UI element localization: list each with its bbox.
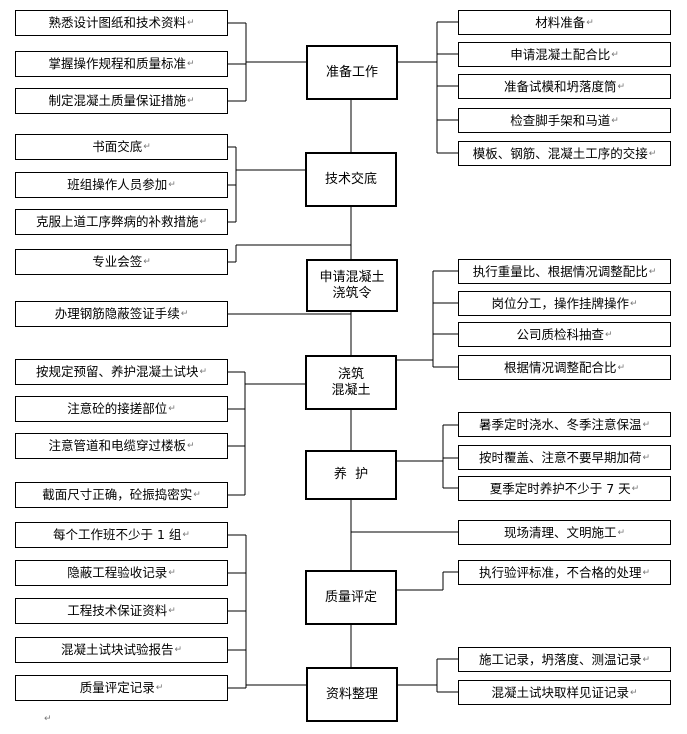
assessment-right-item: 执行验评标准，不合格的处理 [458, 560, 671, 585]
prep-left-item: 制定混凝土质量保证措施 [15, 88, 228, 114]
docs-right-item: 混凝土试块取样见证记录 [458, 680, 671, 705]
pour-request-right-item: 执行重量比、根据情况调整配比 [458, 259, 671, 284]
curing-right-item: 暑季定时浇水、冬季注意保温 [458, 412, 671, 437]
pour-request-right-item: 公司质检科抽查 [458, 322, 671, 347]
curing-right-item: 现场清理、文明施工 [458, 520, 671, 545]
docs-right-item: 施工记录，坍落度、测温记录 [458, 647, 671, 672]
prep-right-item: 准备试模和坍落度筒 [458, 74, 671, 99]
prep-right-item: 材料准备 [458, 10, 671, 35]
prep-right-item: 检查脚手架和马道 [458, 108, 671, 133]
stage-preparation: 准备工作 [306, 45, 398, 100]
stage-quality-assessment: 质量评定 [305, 570, 397, 625]
docs-left-item: 混凝土试块试验报告 [15, 637, 228, 663]
stage-label-line2: 混凝土 [331, 382, 371, 398]
briefing-left-item: 书面交底 [15, 134, 228, 160]
stage-label: 质量评定 [324, 589, 377, 605]
prep-left-item: 熟悉设计图纸和技术资料 [15, 10, 228, 36]
stage-technical-briefing: 技术交底 [305, 152, 397, 207]
curing-right-item: 按时覆盖、注意不要早期加荷 [458, 445, 671, 470]
pour-left-item: 注意砼的接搓部位 [15, 396, 228, 422]
pour-request-left-item: 办理钢筋隐蔽签证手续 [15, 301, 228, 327]
stage-curing: 养 护 [305, 450, 397, 500]
stage-label: 养 护 [333, 467, 369, 482]
docs-left-item: 质量评定记录 [15, 675, 228, 701]
docs-left-item: 每个工作班不少于 1 组 [15, 522, 228, 548]
briefing-left-item: 班组操作人员参加 [15, 172, 228, 198]
pour-left-item: 注意管道和电缆穿过楼板 [15, 433, 228, 459]
prep-right-item: 申请混凝土配合比 [458, 42, 671, 67]
stage-label-line2: 浇筑令 [332, 285, 372, 301]
stage-label: 技术交底 [324, 171, 377, 187]
pour-request-right-item: 岗位分工，操作挂牌操作 [458, 291, 671, 316]
pour-request-right-item: 根据情况调整配合比 [458, 355, 671, 380]
pour-left-item: 截面尺寸正确，砼振捣密实 [15, 482, 228, 508]
stage-pour-request: 申请混凝土 浇筑令 [306, 259, 398, 312]
docs-left-item: 隐蔽工程验收记录 [15, 560, 228, 586]
briefing-left-item: 克服上道工序弊病的补救措施 [15, 209, 228, 235]
stage-label: 申请混凝土 [319, 269, 385, 285]
stage-label: 资料整理 [325, 686, 378, 702]
briefing-left-item: 专业会签 [15, 249, 228, 275]
stage-label: 准备工作 [325, 64, 378, 80]
curing-right-item: 夏季定时养护不少于 7 天 [458, 476, 671, 501]
return-mark-icon: ↵ [44, 714, 52, 724]
docs-left-item: 工程技术保证资料 [15, 598, 228, 624]
prep-right-item: 模板、钢筋、混凝土工序的交接 [458, 141, 671, 166]
stage-label: 浇筑 [337, 366, 364, 382]
pour-left-item: 按规定预留、养护混凝土试块 [15, 359, 228, 385]
stage-documentation: 资料整理 [306, 667, 398, 722]
stage-pour-concrete: 浇筑 混凝土 [305, 355, 397, 410]
prep-left-item: 掌握操作规程和质量标准 [15, 51, 228, 77]
